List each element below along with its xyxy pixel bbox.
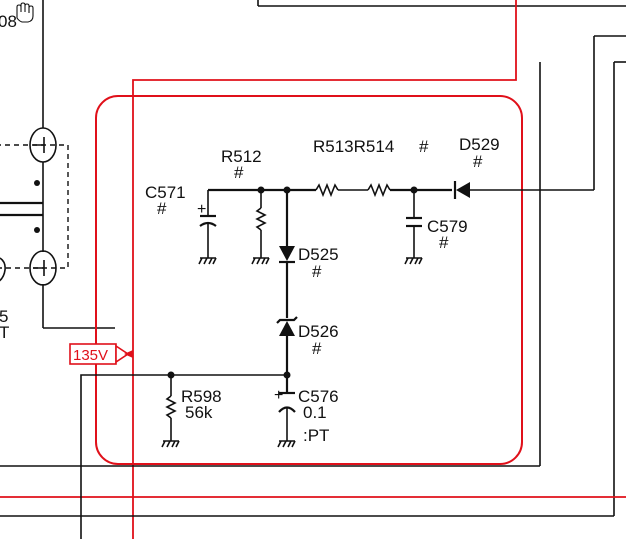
diode-d529 — [453, 181, 470, 199]
net-label-135v: 135V — [73, 347, 108, 364]
c571-value: # — [157, 199, 167, 218]
c579-ref: C579 — [427, 217, 468, 236]
top-wiring — [257, 0, 626, 516]
top-rail — [208, 182, 594, 198]
resistor-r512 — [251, 190, 270, 265]
svg-text:+: + — [274, 387, 283, 404]
partial-label-5: 5 — [0, 307, 8, 326]
partial-label-08: 08 — [0, 12, 17, 31]
r512-value: # — [234, 163, 244, 182]
c576-note: :PT — [303, 426, 329, 445]
capacitor-c571: + — [197, 190, 217, 265]
tube-upper — [29, 127, 57, 163]
svg-text:+: + — [197, 201, 206, 218]
d526-ref: D526 — [298, 322, 339, 341]
bottom-wiring — [0, 374, 614, 539]
capacitor-c576: + — [274, 387, 296, 448]
c579-value: # — [439, 233, 449, 252]
c576-value: 0.1 — [303, 403, 327, 422]
left-wiring — [0, 0, 115, 329]
r598-ref: R598 — [181, 387, 222, 406]
partial-label-t: T — [0, 323, 9, 342]
r512-ref: R512 — [221, 147, 262, 166]
d526-value: # — [312, 339, 322, 358]
d529-ref: D529 — [459, 135, 500, 154]
d529-value: # — [473, 152, 483, 171]
capacitor-c579 — [404, 190, 423, 265]
c571-ref: C571 — [145, 183, 186, 202]
r513-r514-ref: R513R514 — [313, 137, 394, 156]
hand-cursor-icon — [16, 2, 34, 23]
resistor-r598 — [161, 375, 180, 448]
highlight-box — [95, 95, 523, 465]
d525-ref: D525 — [298, 245, 339, 264]
r513-r514-value: # — [419, 137, 429, 156]
d525-value: # — [312, 262, 322, 281]
r598-value: 56k — [185, 403, 213, 422]
zener-chain — [167, 190, 298, 392]
c576-ref: C576 — [298, 387, 339, 406]
